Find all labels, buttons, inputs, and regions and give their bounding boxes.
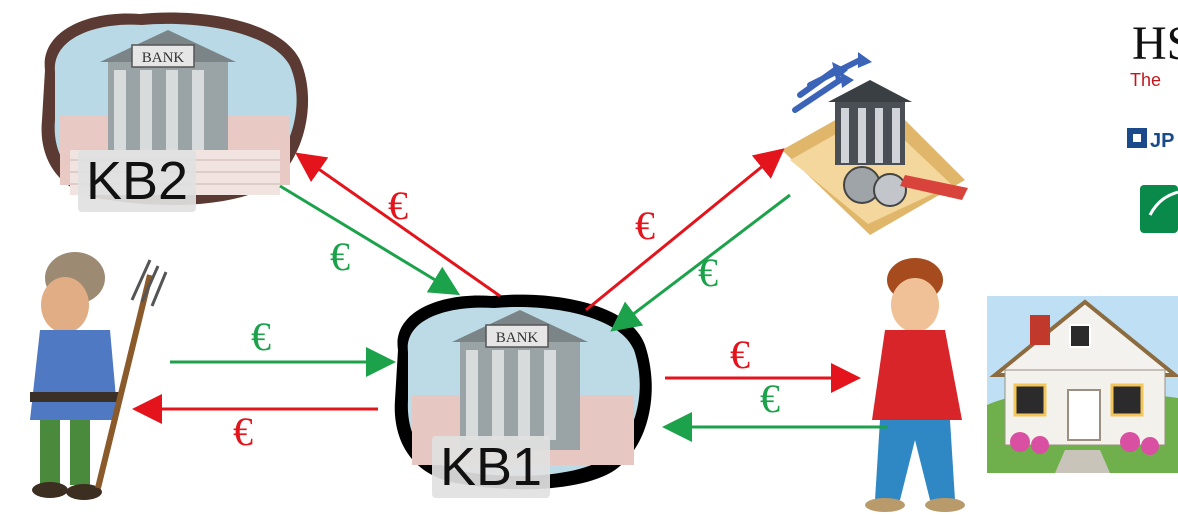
hsbc-logo-tagline: The [1130, 70, 1162, 90]
young-man-figure [865, 258, 965, 512]
arrow-kb2-to-kb1 [279, 184, 461, 296]
hsbc-logo-text: HS [1132, 17, 1178, 70]
euro-label-kb1-to-kb2: € [388, 183, 408, 228]
euro-label-man-to-kb1: € [760, 376, 780, 421]
euro-label-kb1-to-man: € [730, 332, 750, 377]
kb1-label: KB1 [432, 436, 551, 498]
bank-kb2-sign-text: BANK [142, 50, 185, 66]
euro-label-kb1-to-farmer: € [233, 409, 253, 454]
bnp-logo [1140, 185, 1178, 233]
arrow-kb1-to-central-bank [585, 148, 785, 312]
kb2-label: KB2 [78, 150, 197, 212]
bank-kb1-sign-text: BANK [496, 330, 539, 346]
euro-label-kb2-to-kb1: € [330, 234, 350, 279]
euro-label-kb1-to-central: € [635, 203, 655, 248]
euro-label-farmer-to-kb1: € [251, 314, 271, 359]
arrow-central-bank-to-kb1 [610, 193, 791, 332]
farmer-figure [30, 252, 168, 500]
house-illustration [987, 296, 1178, 473]
arrow-kb1-to-kb2 [295, 152, 501, 298]
central-bank-illustration [782, 52, 968, 235]
jpmorgan-logo-text: JP [1150, 130, 1175, 152]
euro-label-central-to-kb1: € [698, 250, 718, 295]
jpmorgan-logo-mark [1127, 128, 1147, 148]
